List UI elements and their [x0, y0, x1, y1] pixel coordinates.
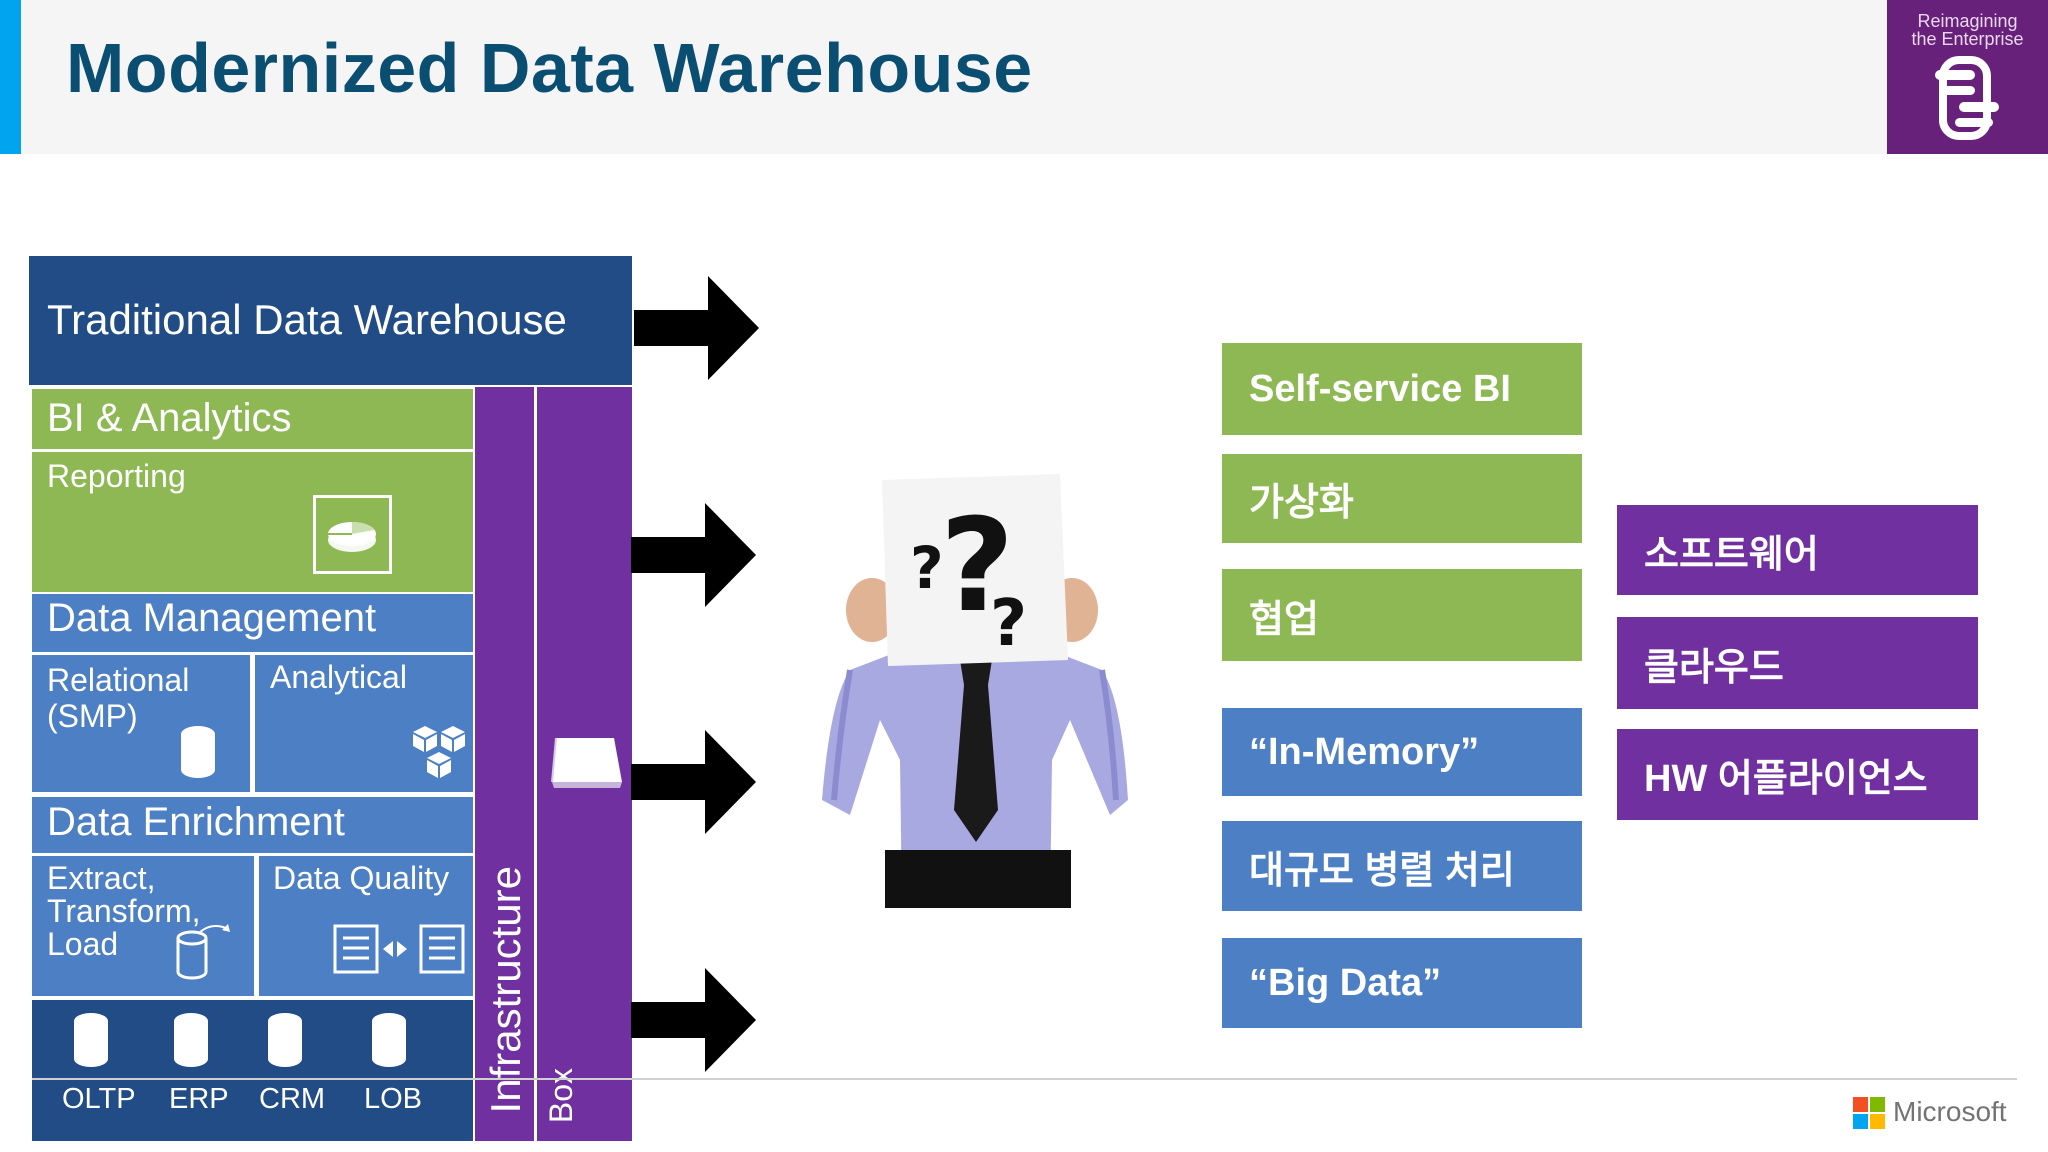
feature-in-memory: “In-Memory” — [1222, 708, 1582, 796]
svg-text:?: ? — [910, 534, 944, 602]
option-cloud: 클라우드 — [1617, 617, 1978, 709]
source-crm: CRM — [259, 1083, 326, 1115]
box-label: Box — [543, 1068, 579, 1124]
microsoft-logo-icon — [1853, 1097, 1885, 1129]
reporting-block — [32, 452, 473, 592]
report-chart-icon — [313, 495, 392, 574]
bi-analytics-block — [32, 389, 473, 449]
reporting-label: Reporting — [47, 458, 186, 494]
source-lob: LOB — [364, 1083, 423, 1115]
traditional-dw-header — [29, 256, 632, 385]
microsoft-brand-label: Microsoft — [1893, 1096, 2007, 1127]
option-hw-appliance: HW 어플라이언스 — [1617, 729, 1978, 820]
arrow-right-icon — [631, 968, 756, 1072]
slide-title: Modernized Data Warehouse — [66, 29, 1033, 107]
relational-label: Relational (SMP) — [47, 662, 190, 734]
reimagining-badge: Reimagining the Enterprise — [1887, 0, 2048, 154]
footer-divider — [32, 1078, 2017, 1080]
infrastructure-label: Infrastructure — [482, 866, 529, 1114]
data-management-label: Data Management — [47, 596, 377, 640]
arrow-right-icon — [634, 276, 759, 380]
infrastructure-column — [475, 387, 534, 1141]
cube-icon — [413, 726, 465, 778]
arrow-right-icon — [631, 730, 756, 834]
analytical-label: Analytical — [270, 659, 407, 695]
feature-self-service-bi: Self-service BI — [1222, 343, 1582, 435]
feature-collaboration: 협업 — [1222, 569, 1582, 661]
data-management-block — [32, 594, 473, 652]
feature-big-data: “Big Data” — [1222, 938, 1582, 1028]
slide-header — [0, 0, 2048, 154]
erp-database-icon — [174, 1013, 208, 1067]
traditional-dw-label: Traditional Data Warehouse — [47, 296, 567, 343]
feature-mpp: 대규모 병렬 처리 — [1222, 821, 1582, 911]
bi-analytics-label: BI & Analytics — [47, 396, 292, 440]
arrow-right-icon — [631, 503, 756, 607]
badge-line-1: Reimagining — [1917, 11, 2018, 31]
source-oltp: OLTP — [62, 1083, 136, 1115]
etl-database-icon — [176, 924, 230, 980]
badge-line-2: the Enterprise — [1911, 29, 2024, 49]
database-icon — [181, 726, 215, 778]
crm-database-icon — [268, 1013, 302, 1067]
confused-person-photo: ? ? ? — [822, 474, 1128, 908]
svg-text:?: ? — [990, 587, 1027, 661]
data-enrichment-block — [32, 797, 473, 853]
data-enrichment-label: Data Enrichment — [47, 800, 345, 844]
data-quality-icon — [333, 924, 465, 974]
header-accent-bar — [0, 0, 21, 154]
etl-label: Extract, Transform, Load — [47, 860, 201, 962]
lob-database-icon — [372, 1013, 406, 1067]
option-software: 소프트웨어 — [1617, 505, 1978, 595]
svg-text:?: ? — [940, 492, 1014, 641]
box-icon — [551, 737, 622, 788]
source-erp: ERP — [169, 1083, 229, 1115]
feature-virtualization: 가상화 — [1222, 454, 1582, 543]
data-quality-label: Data Quality — [273, 860, 450, 896]
hands-logo-icon — [1935, 56, 1999, 140]
oltp-database-icon — [74, 1013, 108, 1067]
